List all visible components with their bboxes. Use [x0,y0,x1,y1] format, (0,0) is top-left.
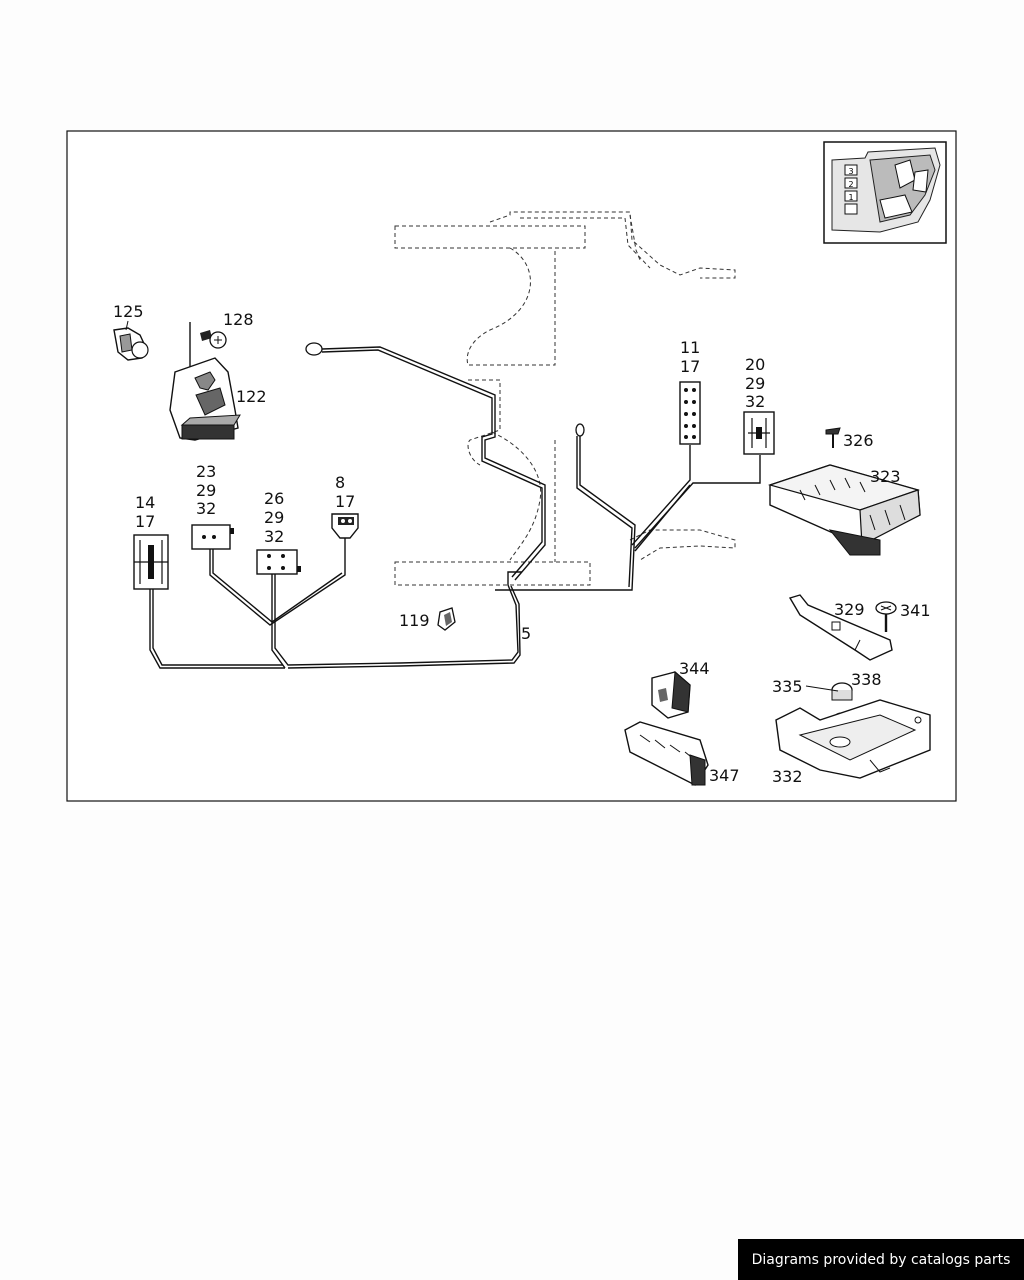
nut-338 [831,682,853,701]
label-26-b: 29 [264,508,284,527]
wire-harness-center [495,423,761,591]
label-8-b: 17 [335,492,355,511]
label-11-b: 17 [680,357,700,376]
label-20-c: 32 [745,392,765,411]
label-338: 338 [851,670,882,689]
bulb-125 [113,327,149,361]
label-125: 125 [113,302,144,321]
label-20: 20 [745,355,765,374]
clip-119 [437,607,456,631]
switch-housing-122 [169,322,241,441]
part-labels: 125 128 122 11 17 20 29 32 326 323 23 29… [113,302,931,786]
connector-20 [743,411,775,455]
label-26-c: 32 [264,527,284,546]
inset-seat-switch-thumbnail: 3 2 1 [823,141,947,244]
relay-344 [651,670,691,719]
bracket-329 [788,594,893,661]
screw-128 [200,330,227,349]
connector-11 [679,381,701,445]
label-23: 23 [196,462,216,481]
connector-8 [331,513,359,539]
label-8: 8 [335,473,345,492]
label-11: 11 [680,338,700,357]
label-323: 323 [870,467,901,486]
label-329: 329 [834,600,865,619]
connector-14 [133,534,169,590]
label-23-b: 29 [196,481,216,500]
label-14: 14 [135,493,155,512]
tray-332 [775,699,931,779]
label-347: 347 [709,766,740,785]
screw-341 [875,601,897,632]
inset-button-2: 2 [848,180,853,189]
label-26: 26 [264,489,284,508]
label-341: 341 [900,601,931,620]
label-128: 128 [223,310,254,329]
label-122: 122 [236,387,267,406]
label-332: 332 [772,767,803,786]
label-14-b: 17 [135,512,155,531]
label-344: 344 [679,659,710,678]
relay-base-347 [624,721,709,786]
leader-lines [125,320,839,692]
inset-button-3: 3 [848,167,853,176]
switch-26 [256,549,301,575]
label-20-b: 29 [745,374,765,393]
wire-harness-upper-left [305,342,546,581]
control-module-323 [767,464,921,556]
switch-23 [191,524,234,550]
label-326: 326 [843,431,874,450]
label-335: 335 [772,677,803,696]
credit-banner: Diagrams provided by catalogs parts [738,1239,1024,1280]
label-23-c: 32 [196,499,216,518]
wire-harness-lower-left [149,538,522,669]
screw-326 [825,427,841,448]
label-119: 119 [399,611,430,630]
diagram-frame [66,130,957,802]
inset-button-1: 1 [848,193,853,202]
label-5: 5 [521,624,531,643]
